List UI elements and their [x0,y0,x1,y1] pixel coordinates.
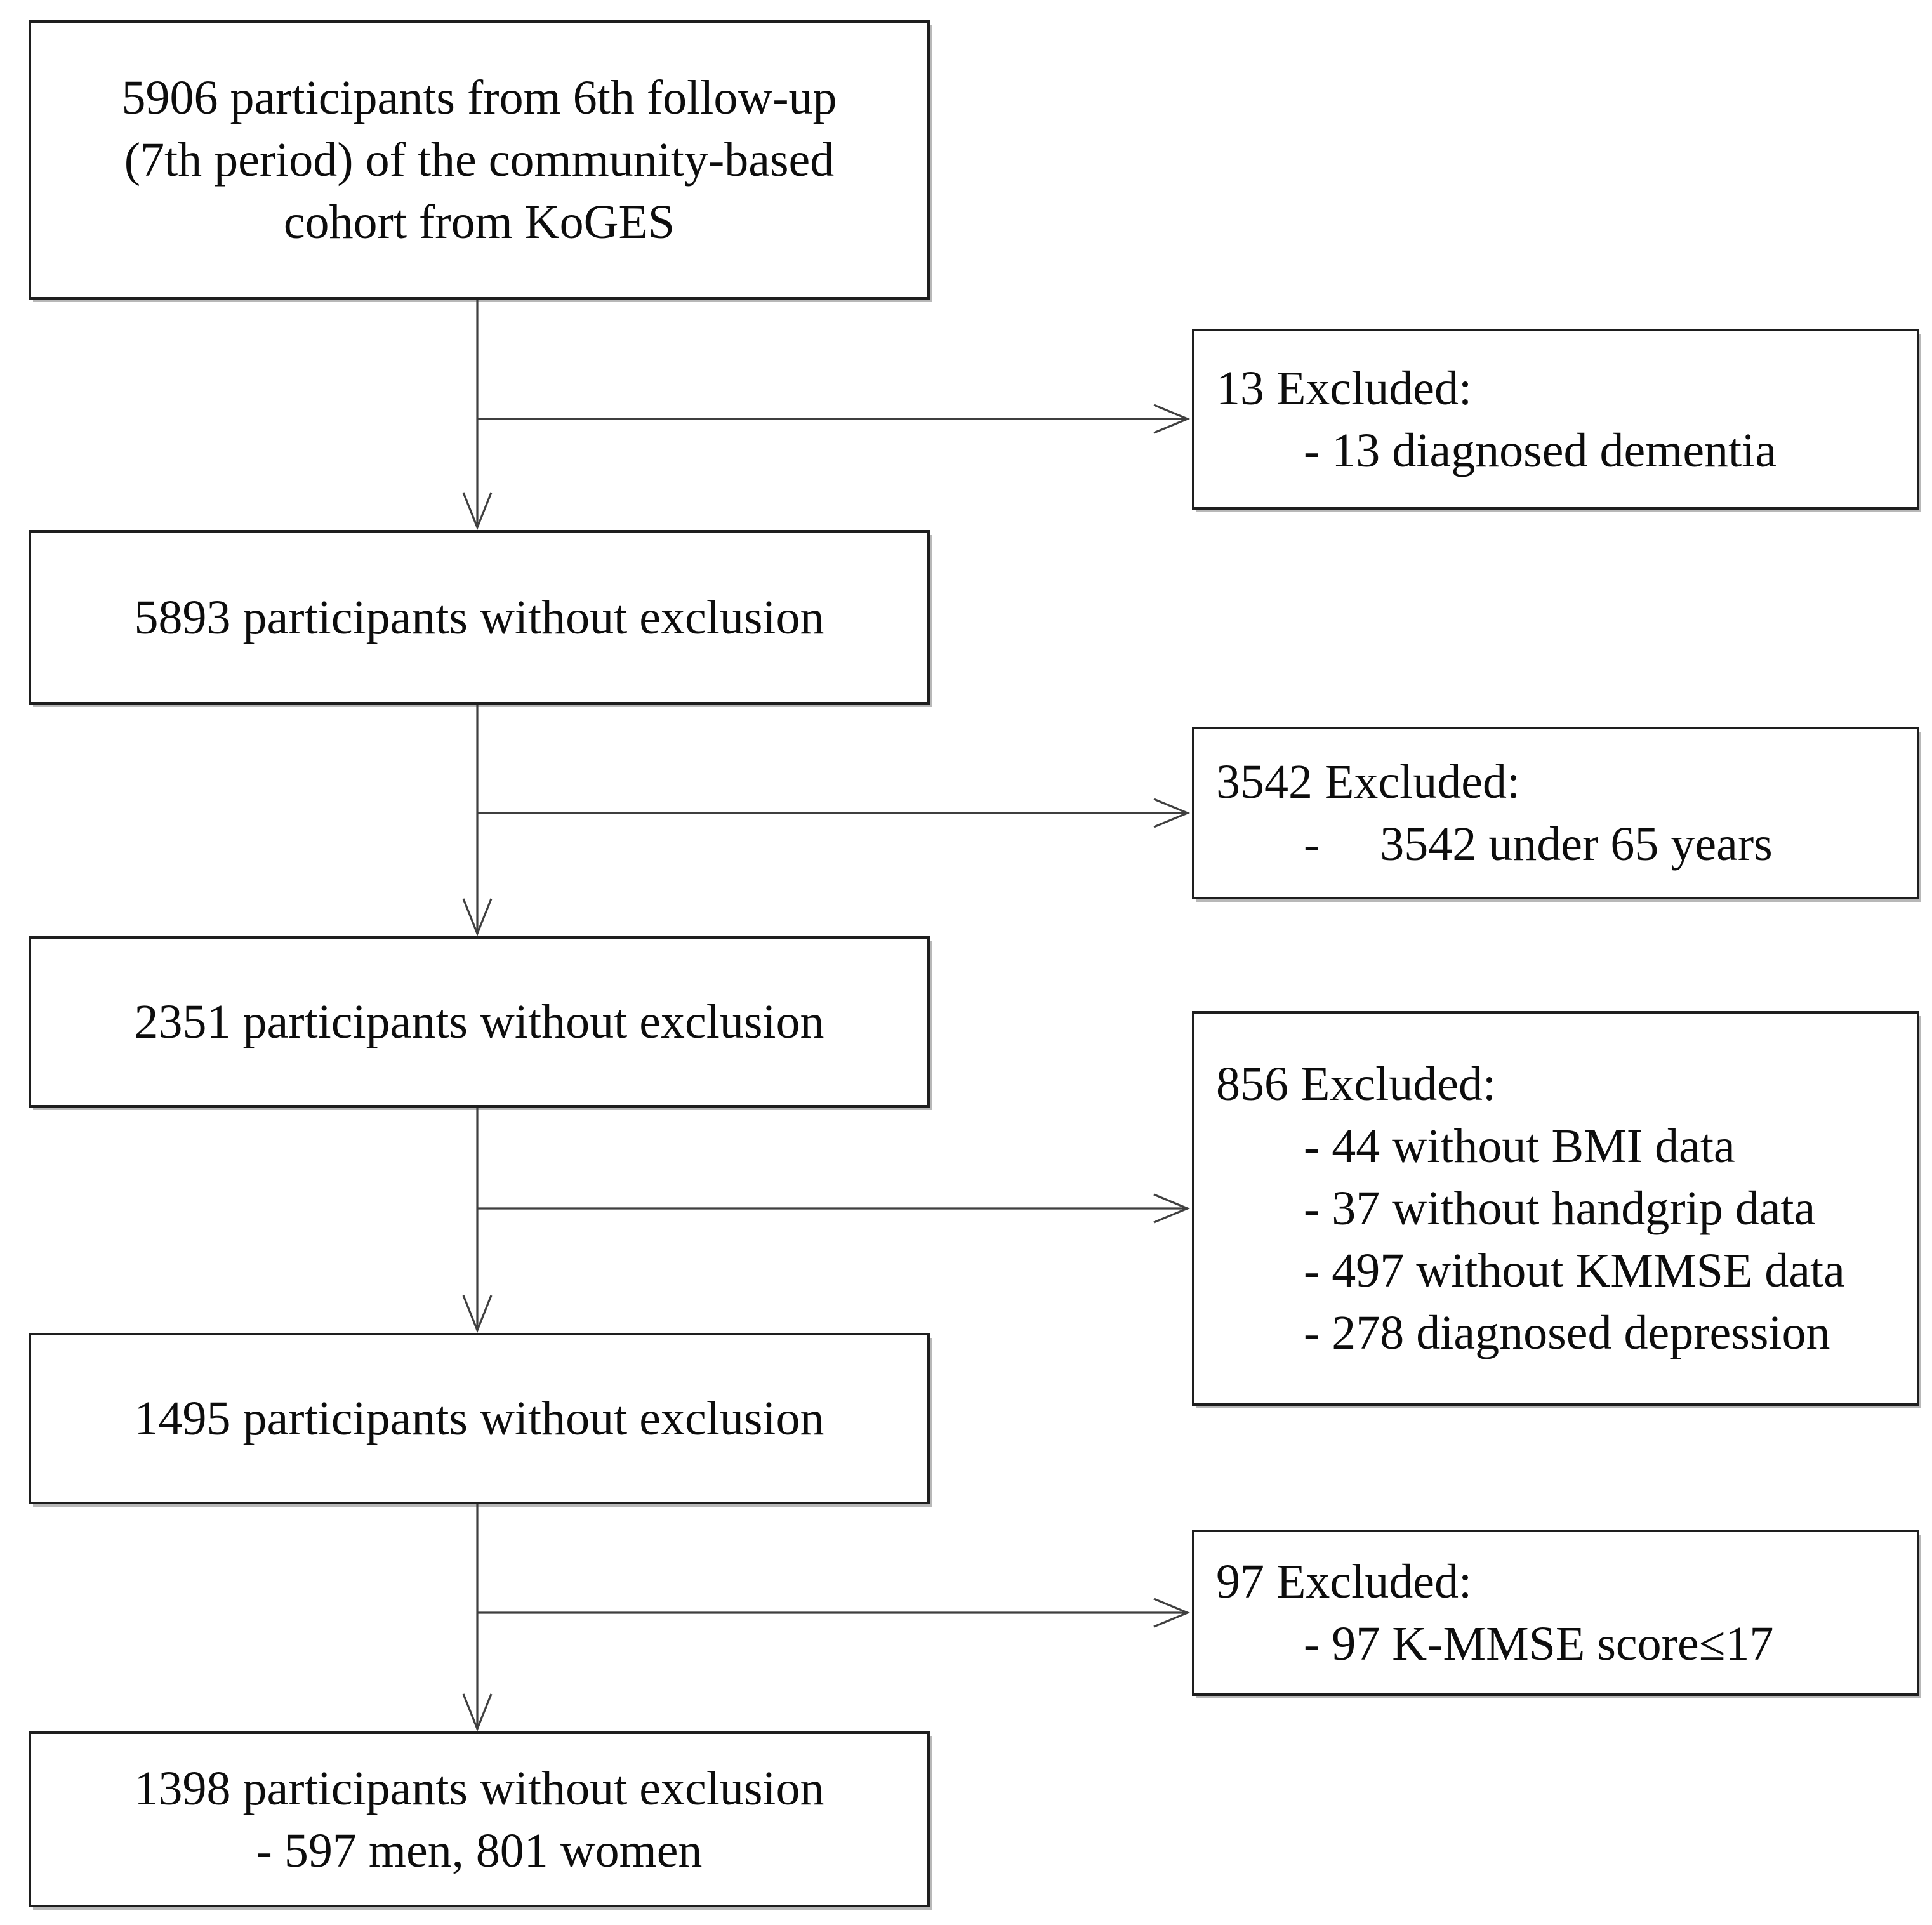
box-participants-1398: 1398 participants without exclusion - 59… [29,1731,930,1907]
arrow-head-right-1 [1153,404,1191,434]
box-excluded-13: 13 Excluded: - 13 diagnosed dementia [1192,329,1919,510]
box-excluded-856: 856 Excluded: - 44 without BMI data - 37… [1192,1011,1919,1406]
box-excluded-97: 97 Excluded: - 97 K-MMSE score≤17 [1192,1530,1919,1696]
box-text-line: (7th period) of the community-based [124,133,835,187]
exclusion-item: - 3542 under 65 years [1304,817,1773,871]
arrow-head-down-2 [462,898,493,937]
exclusion-item: - 497 without KMMSE data [1304,1244,1845,1297]
arrow-head-right-2 [1153,798,1191,828]
box-excluded-3542: 3542 Excluded: - 3542 under 65 years [1192,727,1919,899]
box-text-line: 2351 participants without exclusion [134,995,824,1048]
box-text-line: 1495 participants without exclusion [134,1392,824,1445]
exclusion-item: - 278 diagnosed depression [1304,1306,1830,1359]
box-text-line: 5906 participants from 6th follow-up [121,71,837,124]
box-cohort-5906: 5906 participants from 6th follow-up (7t… [29,20,930,300]
arrow-head-down-3 [462,1295,493,1333]
exclusion-item: - 13 diagnosed dementia [1304,423,1777,477]
box-participants-5893: 5893 participants without exclusion [29,530,930,705]
arrow-head-down-1 [462,492,493,531]
arrow-head-right-4 [1153,1598,1191,1628]
exclusion-heading: 13 Excluded: [1216,361,1472,415]
box-participants-2351: 2351 participants without exclusion [29,936,930,1108]
exclusion-item: - 97 K-MMSE score≤17 [1304,1617,1774,1670]
exclusion-heading: 856 Excluded: [1216,1057,1497,1111]
box-participants-1495: 1495 participants without exclusion [29,1333,930,1504]
box-text-line: 1398 participants without exclusion [134,1761,824,1815]
exclusion-item: - 44 without BMI data [1304,1120,1735,1173]
arrow-head-right-3 [1153,1193,1191,1224]
exclusion-heading: 3542 Excluded: [1216,755,1521,809]
exclusion-item: - 37 without handgrip data [1304,1182,1816,1235]
box-text-line: - 597 men, 801 women [256,1823,703,1877]
arrow-head-down-4 [462,1693,493,1732]
box-text-line: cohort from KoGES [283,195,675,249]
box-text-line: 5893 participants without exclusion [134,590,824,644]
exclusion-heading: 97 Excluded: [1216,1555,1472,1608]
